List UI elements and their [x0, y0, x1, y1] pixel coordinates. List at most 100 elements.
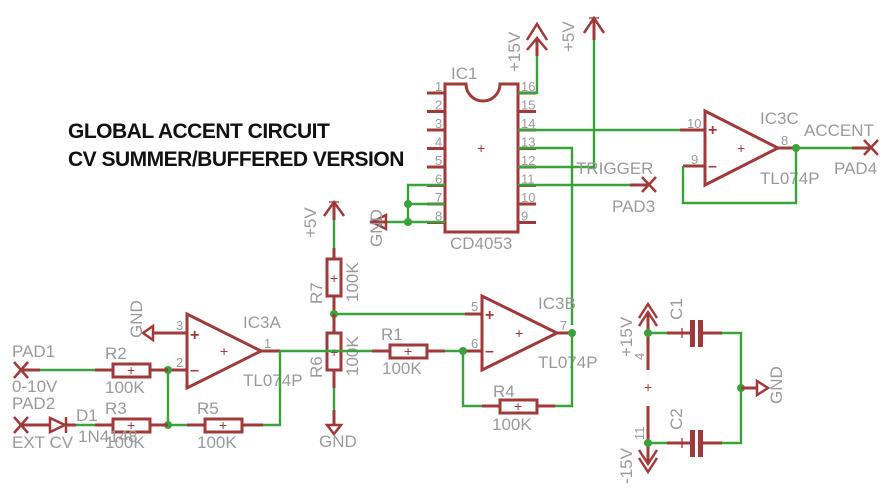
svg-text:+: +	[485, 307, 494, 324]
junction	[404, 218, 412, 226]
p5v-supply-divider: +5V	[301, 199, 346, 238]
ic1-pin-label: 4	[435, 135, 442, 150]
resistor-r5[interactable]: + R5 100K	[187, 399, 263, 452]
n15v-label: -15V	[617, 447, 636, 484]
r3-value: 100K	[105, 433, 145, 452]
svg-text:+: +	[127, 417, 135, 433]
c1-name: C1	[667, 298, 686, 320]
ic1-pin-label: 9	[521, 209, 528, 224]
ic1-pin-label: 11	[521, 172, 535, 187]
p5v-label: +5V	[301, 207, 320, 238]
wire-ic1-pin16-p15	[518, 40, 539, 95]
capacitor-c2[interactable]: C2	[667, 408, 722, 457]
svg-text:+: +	[708, 122, 717, 139]
wire-ic3b-feedback-left	[461, 351, 482, 408]
ic3a-value: TL074P	[243, 371, 303, 390]
ic3-power-pins[interactable]: + 4 11	[632, 314, 652, 462]
opamp-ic3b[interactable]: + – + 5 6 7 IC3B TL074P	[465, 293, 598, 373]
ic1-pin-label: 5	[435, 153, 442, 168]
ic3b-pin-out: 7	[560, 318, 567, 333]
pad3-trigger[interactable]: TRIGGER PAD3	[576, 159, 657, 216]
wire-ic1-pin12-p5	[518, 40, 596, 169]
pad2-label: EXT CV	[12, 433, 74, 452]
gnd-symbol-ic3a: GND	[127, 300, 168, 343]
ic1-pin-label: 3	[435, 116, 442, 131]
gnd-symbol-r6: GND	[319, 410, 357, 451]
junction	[404, 200, 412, 208]
pad2-ext-cv[interactable]: PAD2 EXT CV	[12, 394, 74, 452]
svg-text:+: +	[644, 379, 652, 395]
pad1-name: PAD1	[12, 342, 55, 361]
gnd-label: GND	[319, 432, 357, 451]
ic3-pin-vminus: 11	[632, 427, 647, 441]
wire-ic3b-feedback-right	[555, 333, 574, 408]
title-line-2: CV SUMMER/BUFFERED VERSION	[68, 148, 404, 171]
opamp-ic3a[interactable]: + – + 3 2 1 IC3A TL074P	[168, 311, 303, 391]
resistor-r4[interactable]: + R4 100K	[482, 382, 555, 434]
wire-ic1-pin13-ic3b-out	[518, 146, 574, 325]
r6-value: 100K	[343, 336, 362, 376]
gnd-symbol-caps: GND	[741, 366, 786, 404]
ic1-pin-label: 15	[521, 98, 535, 113]
svg-text:–: –	[190, 362, 199, 379]
r7-name: R7	[307, 282, 326, 304]
r1-value: 100K	[382, 359, 422, 378]
ic3c-pin-minus: 9	[691, 152, 698, 167]
wire-ic3c-feedback	[681, 148, 798, 205]
svg-text:+: +	[515, 325, 523, 341]
ic1-name: IC1	[451, 64, 477, 83]
ic3a-pin-out: 1	[264, 336, 271, 351]
gnd-symbol-ic1: GND	[367, 209, 388, 247]
diode-d1[interactable]: D1 1N4148	[30, 406, 138, 446]
ic1-value: CD4053	[450, 234, 512, 253]
gnd-label: GND	[127, 300, 146, 338]
svg-text:+: +	[404, 343, 412, 359]
resistor-r2[interactable]: + R2 100K	[95, 344, 168, 397]
ic3a-pin-plus: 3	[176, 318, 183, 333]
ic1-pin-label: 12	[521, 153, 535, 168]
ic1-pin-label: 16	[521, 79, 535, 94]
ic3b-pin-minus: 6	[471, 336, 478, 351]
r4-name: R4	[493, 382, 515, 401]
pad4-accent[interactable]: ACCENT PAD4	[804, 121, 879, 178]
pad1-0-10v[interactable]: PAD1 0-10V	[12, 342, 58, 396]
r1-name: R1	[381, 325, 403, 344]
pad2-name: PAD2	[12, 394, 55, 413]
ic3-pin-vplus: 4	[632, 353, 647, 360]
gnd-label: GND	[367, 209, 386, 247]
junction	[792, 144, 800, 152]
capacitor-c1[interactable]: C1	[667, 298, 722, 347]
svg-text:+: +	[737, 140, 745, 156]
svg-text:+: +	[220, 343, 228, 359]
wire-ic3a-sum-node	[166, 370, 187, 427]
d1-value: 1N4148	[78, 427, 138, 446]
ic1-body	[443, 82, 520, 234]
ic3b-value: TL074P	[538, 353, 598, 372]
svg-text:+: +	[219, 417, 227, 433]
ic1-pin-label: 7	[435, 190, 442, 205]
ic1-origin-mark: +	[477, 140, 485, 156]
ic1-pin-label: 13	[521, 135, 535, 150]
p5v-label: +5V	[559, 21, 578, 52]
opamp-ic3c[interactable]: + – + 10 9 8 IC3C TL074P	[680, 108, 820, 188]
n15v-supply-ic3: -15V	[617, 447, 659, 484]
resistor-r3[interactable]: + R3 100K	[95, 399, 168, 452]
ic1-pin-label: 1	[435, 79, 442, 94]
resistor-r7[interactable]: + R7 100K	[307, 248, 362, 314]
c2-name: C2	[667, 408, 686, 430]
svg-text:+: +	[514, 398, 522, 414]
ic3c-name: IC3C	[760, 109, 799, 128]
ic1-pin-label: 2	[435, 98, 442, 113]
ic3a-pin-minus: 2	[176, 355, 183, 370]
r3-name: R3	[105, 399, 127, 418]
p15v-supply-top: +15V	[505, 21, 549, 72]
p15v-supply-ic3: +15V	[617, 301, 659, 357]
r2-name: R2	[105, 344, 127, 363]
ic1-pin-label: 14	[521, 116, 535, 131]
resistor-r1[interactable]: + R1 100K	[372, 325, 445, 378]
svg-text:+: +	[330, 270, 338, 286]
r2-value: 100K	[105, 378, 145, 397]
p15v-label: +15V	[617, 316, 636, 357]
